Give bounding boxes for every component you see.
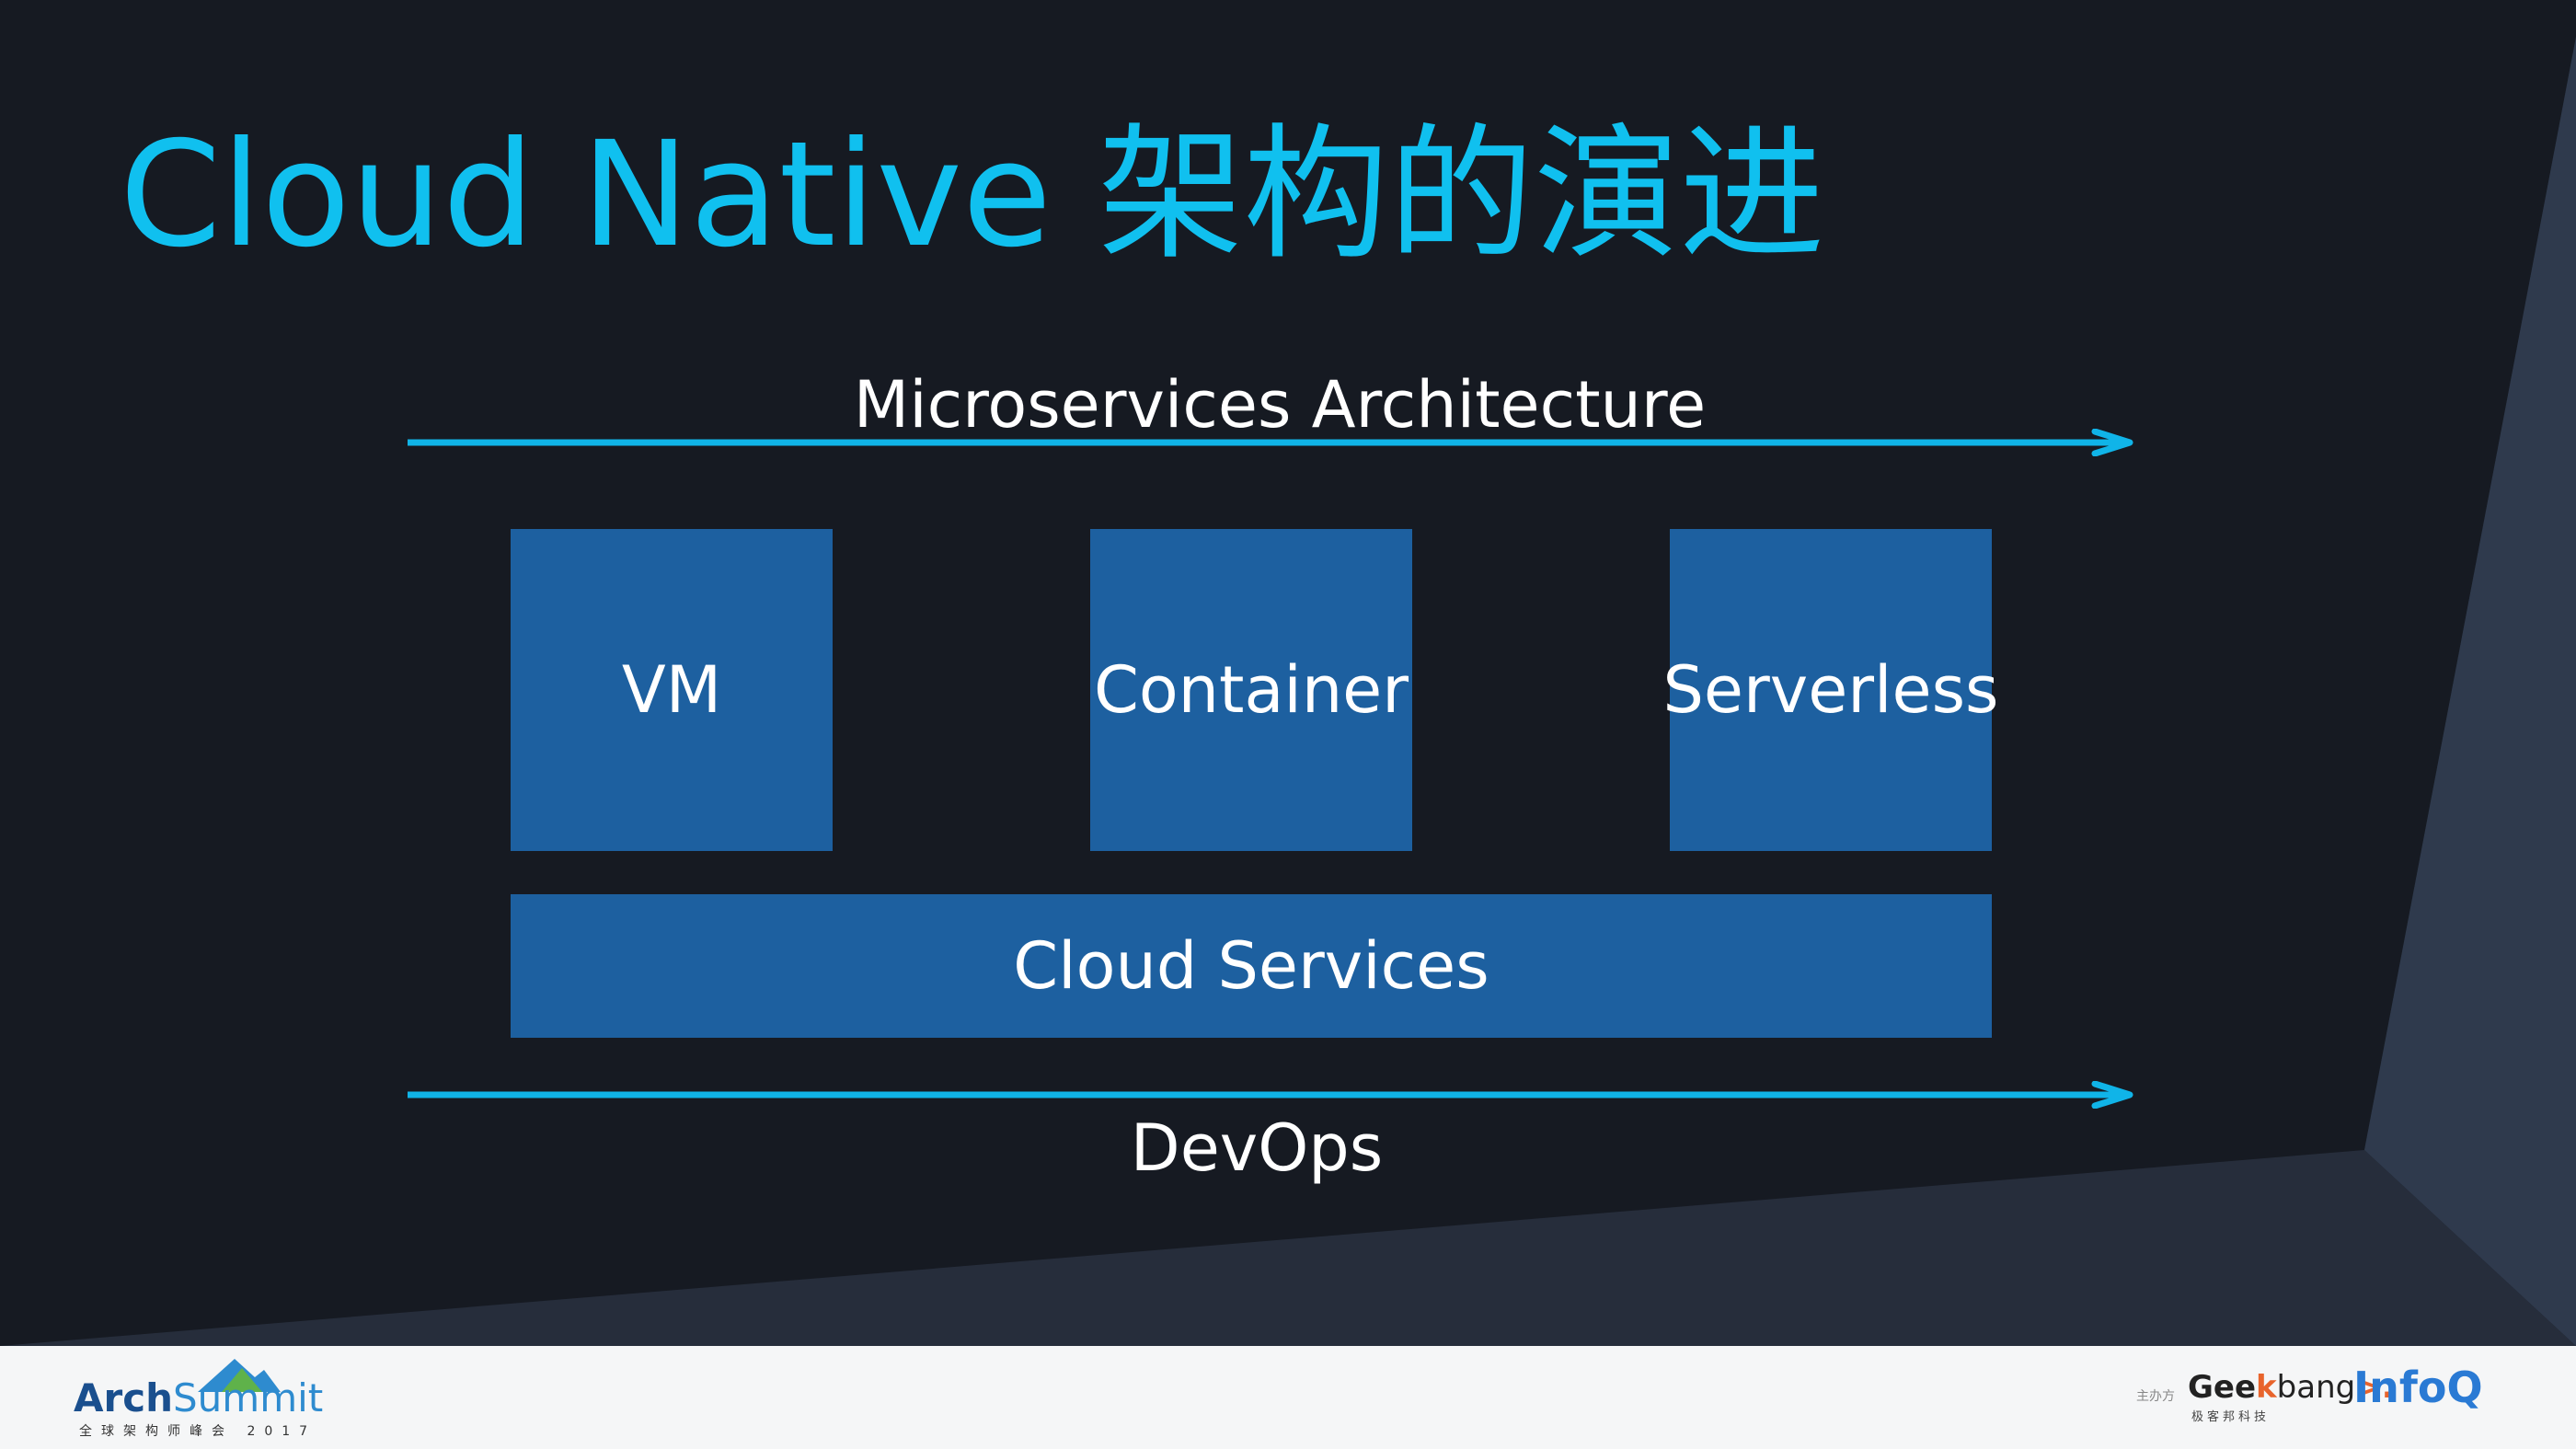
serverless-label: Serverless	[1662, 652, 1999, 728]
archsummit-word-arch: Arch	[74, 1375, 174, 1420]
infoq-logo: InfoQ	[2353, 1363, 2483, 1412]
slide: Cloud Native 架构的演进 Microservices Archite…	[0, 37, 2576, 1346]
geekbang-part1: Gee	[2188, 1369, 2257, 1406]
cloud-services-label: Cloud Services	[1013, 928, 1489, 1004]
microservices-label: Microservices Architecture	[853, 367, 1707, 443]
cloud-services-box: Cloud Services	[511, 894, 1992, 1038]
mountain-icon-front	[222, 1368, 262, 1392]
archsummit-wordmark: ArchSummit	[74, 1375, 323, 1420]
background-right-edge	[2364, 37, 2576, 1346]
devops-arrow	[408, 1081, 2133, 1109]
archsummit-subtitle: 全球架构师峰会 2017	[79, 1424, 317, 1439]
container-box: Container	[1090, 529, 1412, 851]
geekbang-part2: k	[2256, 1369, 2277, 1406]
container-label: Container	[1093, 652, 1409, 728]
vm-label: VM	[621, 652, 722, 728]
microservices-arrow	[408, 429, 2133, 456]
serverless-box: Serverless	[1663, 529, 1999, 851]
slide-title: Cloud Native 架构的演进	[120, 110, 1825, 280]
geekbang-part3: bang	[2276, 1369, 2356, 1406]
mountain-icon	[198, 1359, 281, 1392]
geekbang-logo: Geekbang>.	[2188, 1372, 2394, 1403]
archsummit-logo: ArchSummit 全球架构师峰会 2017	[74, 1355, 323, 1443]
footer-bar: ArchSummit 全球架构师峰会 2017 主办方 Geekbang>. 极…	[0, 1346, 2576, 1449]
background-shapes	[0, 37, 2576, 1346]
devops-label: DevOps	[1130, 1110, 1384, 1186]
geekbang-part4: >.	[2355, 1369, 2394, 1406]
geekbang-subtitle: 极客邦科技	[2191, 1410, 2271, 1424]
archsummit-word-summit: Summit	[173, 1375, 324, 1420]
background-bottom-panel	[0, 1150, 2576, 1346]
vm-box: VM	[511, 529, 833, 851]
sponsor-label: 主办方	[2136, 1389, 2175, 1404]
devops-arrow-head	[2091, 1081, 2133, 1109]
microservices-arrow-head	[2091, 429, 2133, 456]
